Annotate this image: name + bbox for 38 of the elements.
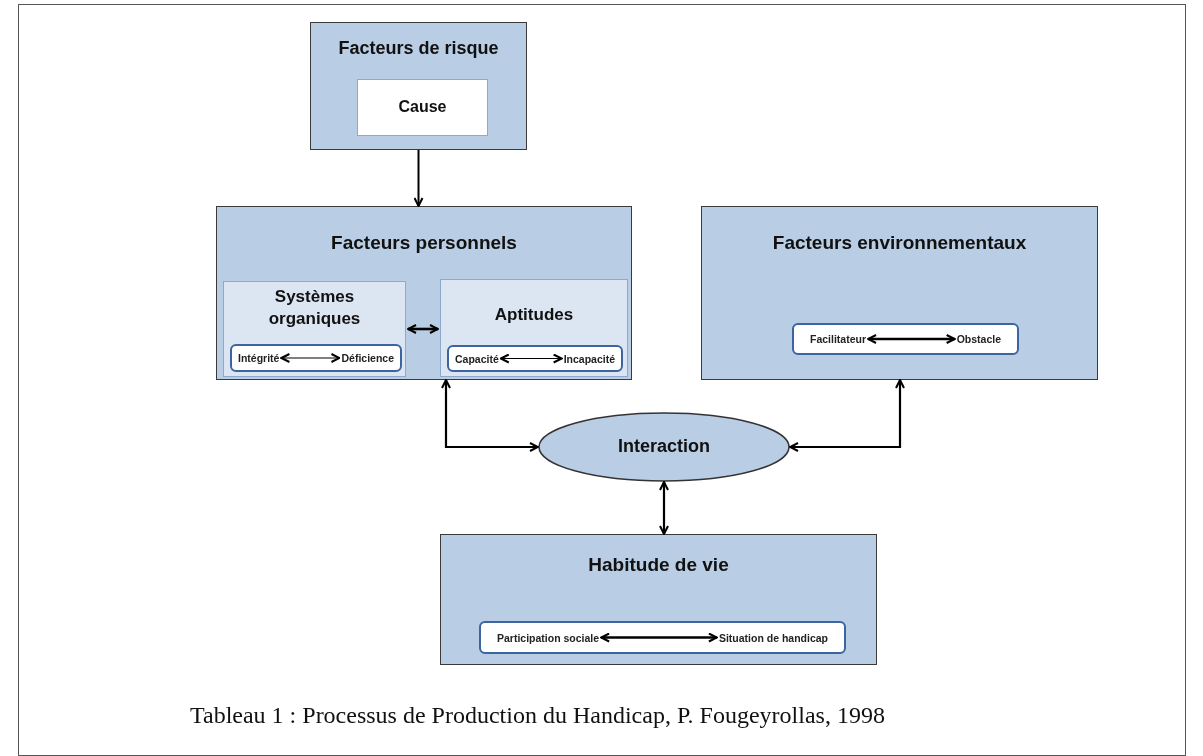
pill-box bbox=[230, 344, 402, 372]
term-label: Déficience bbox=[341, 352, 394, 364]
box-title: Cause bbox=[398, 97, 447, 118]
term-label: Participation sociale bbox=[497, 631, 600, 644]
arrow bbox=[600, 632, 718, 643]
box-title: Habitude de vie bbox=[587, 553, 730, 577]
box-title: Interaction bbox=[618, 435, 710, 459]
arrow bbox=[413, 149, 424, 207]
arrow bbox=[441, 379, 539, 452]
process-box bbox=[701, 206, 1098, 380]
pill-box bbox=[479, 621, 846, 654]
process-box bbox=[440, 279, 628, 377]
arrow bbox=[789, 379, 905, 452]
process-box bbox=[440, 534, 877, 665]
process-box bbox=[216, 206, 632, 380]
interaction-ellipse bbox=[538, 412, 790, 482]
caption: Tableau 1 : Processus de Production du Handicap, P. Fougeyrollas, 1998 bbox=[190, 702, 885, 729]
term-label: Facilitateur bbox=[810, 333, 867, 345]
arrow bbox=[280, 353, 341, 363]
pill-box bbox=[792, 323, 1019, 355]
process-box bbox=[310, 22, 527, 150]
term-label: Obstacle bbox=[956, 333, 1001, 345]
pill-box bbox=[447, 345, 623, 372]
arrow bbox=[407, 324, 439, 334]
term-label: Capacité bbox=[455, 352, 499, 365]
arrow bbox=[659, 481, 669, 535]
box-title: Facteurs personnels bbox=[330, 231, 518, 255]
term-label: Intégrité bbox=[238, 352, 280, 364]
arrow bbox=[499, 353, 563, 364]
box-title: Facteurs environnementaux bbox=[771, 231, 1028, 255]
box-title: Facteurs de risque bbox=[337, 37, 500, 60]
box-title: Systèmes organiques bbox=[267, 286, 362, 331]
term-label: Situation de handicap bbox=[718, 631, 828, 644]
arrow bbox=[867, 334, 956, 344]
process-box bbox=[223, 281, 406, 377]
term-label: Incapacité bbox=[563, 352, 615, 365]
process-box bbox=[357, 79, 488, 136]
box-title: Aptitudes bbox=[493, 304, 575, 326]
